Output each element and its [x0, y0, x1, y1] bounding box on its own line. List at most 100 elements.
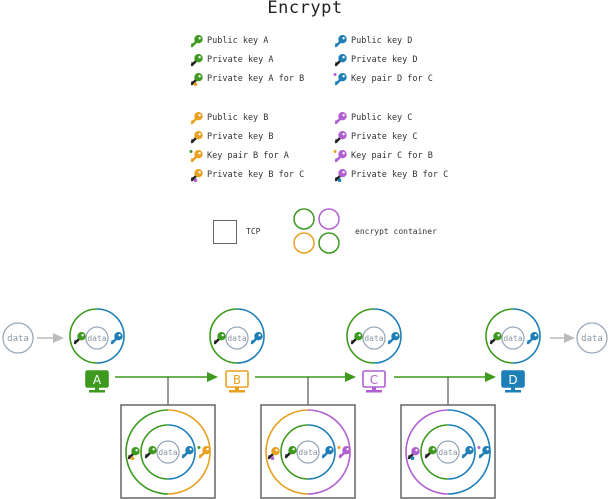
- monitor-stand: [372, 387, 376, 390]
- payload-data: [296, 440, 320, 464]
- monitor-base: [229, 390, 245, 393]
- private-key-icon: [334, 131, 347, 144]
- key-pair-icon: [337, 446, 351, 459]
- legend-item-label: Key pair C for B: [351, 151, 433, 161]
- public-key-icon: [190, 35, 203, 48]
- inner-encrypt-container: [420, 424, 449, 480]
- legend-item-label: Public key A: [207, 36, 269, 46]
- monitor-base: [505, 390, 521, 393]
- public-key-D-icon: [110, 332, 123, 345]
- private-key-for-icon: [190, 169, 203, 182]
- monitor-base: [366, 390, 382, 393]
- monitor-stand: [511, 387, 515, 390]
- encrypt-container: [346, 308, 375, 364]
- encrypt-container: [69, 308, 98, 364]
- payload-data: [225, 326, 249, 350]
- output-data: [576, 322, 608, 354]
- data-label: data: [364, 334, 383, 343]
- output-arrow-head: [564, 333, 575, 343]
- arrow-C-D-head: [485, 372, 496, 382]
- private-key-icon: [190, 131, 203, 144]
- private-key-icon: [334, 54, 347, 67]
- inner-encrypt-container: [140, 424, 169, 480]
- encrypt-container: [485, 308, 514, 364]
- monitor-stand: [95, 387, 99, 390]
- encrypt-container: [96, 308, 125, 364]
- legend-item-label: Public key B: [207, 113, 269, 123]
- host-label: C: [370, 373, 378, 387]
- encrypt-container: [373, 308, 402, 364]
- private-key-for-icon: [334, 169, 347, 182]
- legend-item-label: Private key D: [351, 55, 418, 65]
- private-key-A-icon: [489, 332, 502, 345]
- private-key-A-icon: [73, 332, 86, 345]
- private-key-for-icon: [190, 73, 203, 86]
- private-key-icon: [190, 54, 203, 67]
- payload-data: [85, 326, 109, 350]
- inner-encrypt-container: [167, 424, 196, 480]
- private-key-for-icon: [127, 447, 140, 460]
- legend-item-label: Private key B for C: [351, 170, 449, 180]
- key-pair-icon: [333, 150, 347, 163]
- encrypt-container: [512, 308, 541, 364]
- legend-item-label: Public key C: [351, 113, 413, 123]
- encrypt-container: [236, 308, 265, 364]
- encrypt-container: [209, 308, 238, 364]
- host-label: B: [233, 373, 241, 387]
- public-key-D-icon: [526, 332, 539, 345]
- arrow-A-B-head: [207, 372, 218, 382]
- public-key-icon: [334, 112, 347, 125]
- private-key-A-icon: [144, 446, 157, 459]
- arrow-B-C-head: [345, 372, 356, 382]
- legend-item-label: Private key A: [207, 55, 274, 65]
- private-key-A-icon: [424, 446, 437, 459]
- input-data: [2, 322, 34, 354]
- monitor-base: [89, 390, 105, 393]
- public-key-D-icon: [250, 332, 263, 345]
- private-key-A-icon: [350, 332, 363, 345]
- payload-data: [362, 326, 386, 350]
- key-pair-icon: [477, 446, 491, 459]
- input-arrow-head: [53, 333, 64, 343]
- host-label: A: [93, 373, 102, 387]
- host-label: D: [508, 373, 517, 387]
- monitor-stand: [235, 387, 239, 390]
- legend-item-label: Public key D: [351, 36, 413, 46]
- public-key-D-icon: [321, 446, 334, 459]
- legend-container-label: encrypt container: [355, 227, 437, 236]
- legend-item-label: Private key C: [351, 132, 418, 142]
- legend-tcp-label: TCP: [246, 227, 261, 236]
- outer-encrypt-container: [125, 409, 169, 495]
- outer-encrypt-container: [265, 409, 309, 495]
- legend-item-label: Private key B for C: [207, 170, 305, 180]
- data-label: data: [227, 334, 246, 343]
- inner-encrypt-container: [307, 424, 336, 480]
- data-label: data: [298, 448, 317, 457]
- key-pair-icon: [333, 73, 347, 86]
- public-key-icon: [190, 112, 203, 125]
- private-key-for-icon: [407, 447, 420, 460]
- data-label: data: [87, 334, 106, 343]
- legend-encrypt-container-symbol: [293, 208, 340, 254]
- data-label: data: [503, 334, 522, 343]
- public-key-D-icon: [461, 446, 474, 459]
- outer-encrypt-container: [405, 409, 449, 495]
- public-key-icon: [334, 35, 347, 48]
- private-key-A-icon: [213, 332, 226, 345]
- data-label: data: [158, 448, 177, 457]
- inner-encrypt-container: [280, 424, 309, 480]
- legend-item-label: Key pair B for A: [207, 151, 289, 161]
- page-title: Encrypt: [267, 0, 343, 18]
- data-label: data: [7, 334, 29, 344]
- data-label: data: [438, 448, 457, 457]
- private-key-A-icon: [284, 446, 297, 459]
- key-pair-icon: [189, 150, 203, 163]
- public-key-D-icon: [387, 332, 400, 345]
- payload-data: [501, 326, 525, 350]
- inner-encrypt-container: [447, 424, 476, 480]
- private-key-for-icon: [267, 447, 280, 460]
- key-pair-icon: [197, 446, 211, 459]
- data-label: data: [581, 334, 603, 344]
- legend-item-label: Key pair D for C: [351, 74, 433, 84]
